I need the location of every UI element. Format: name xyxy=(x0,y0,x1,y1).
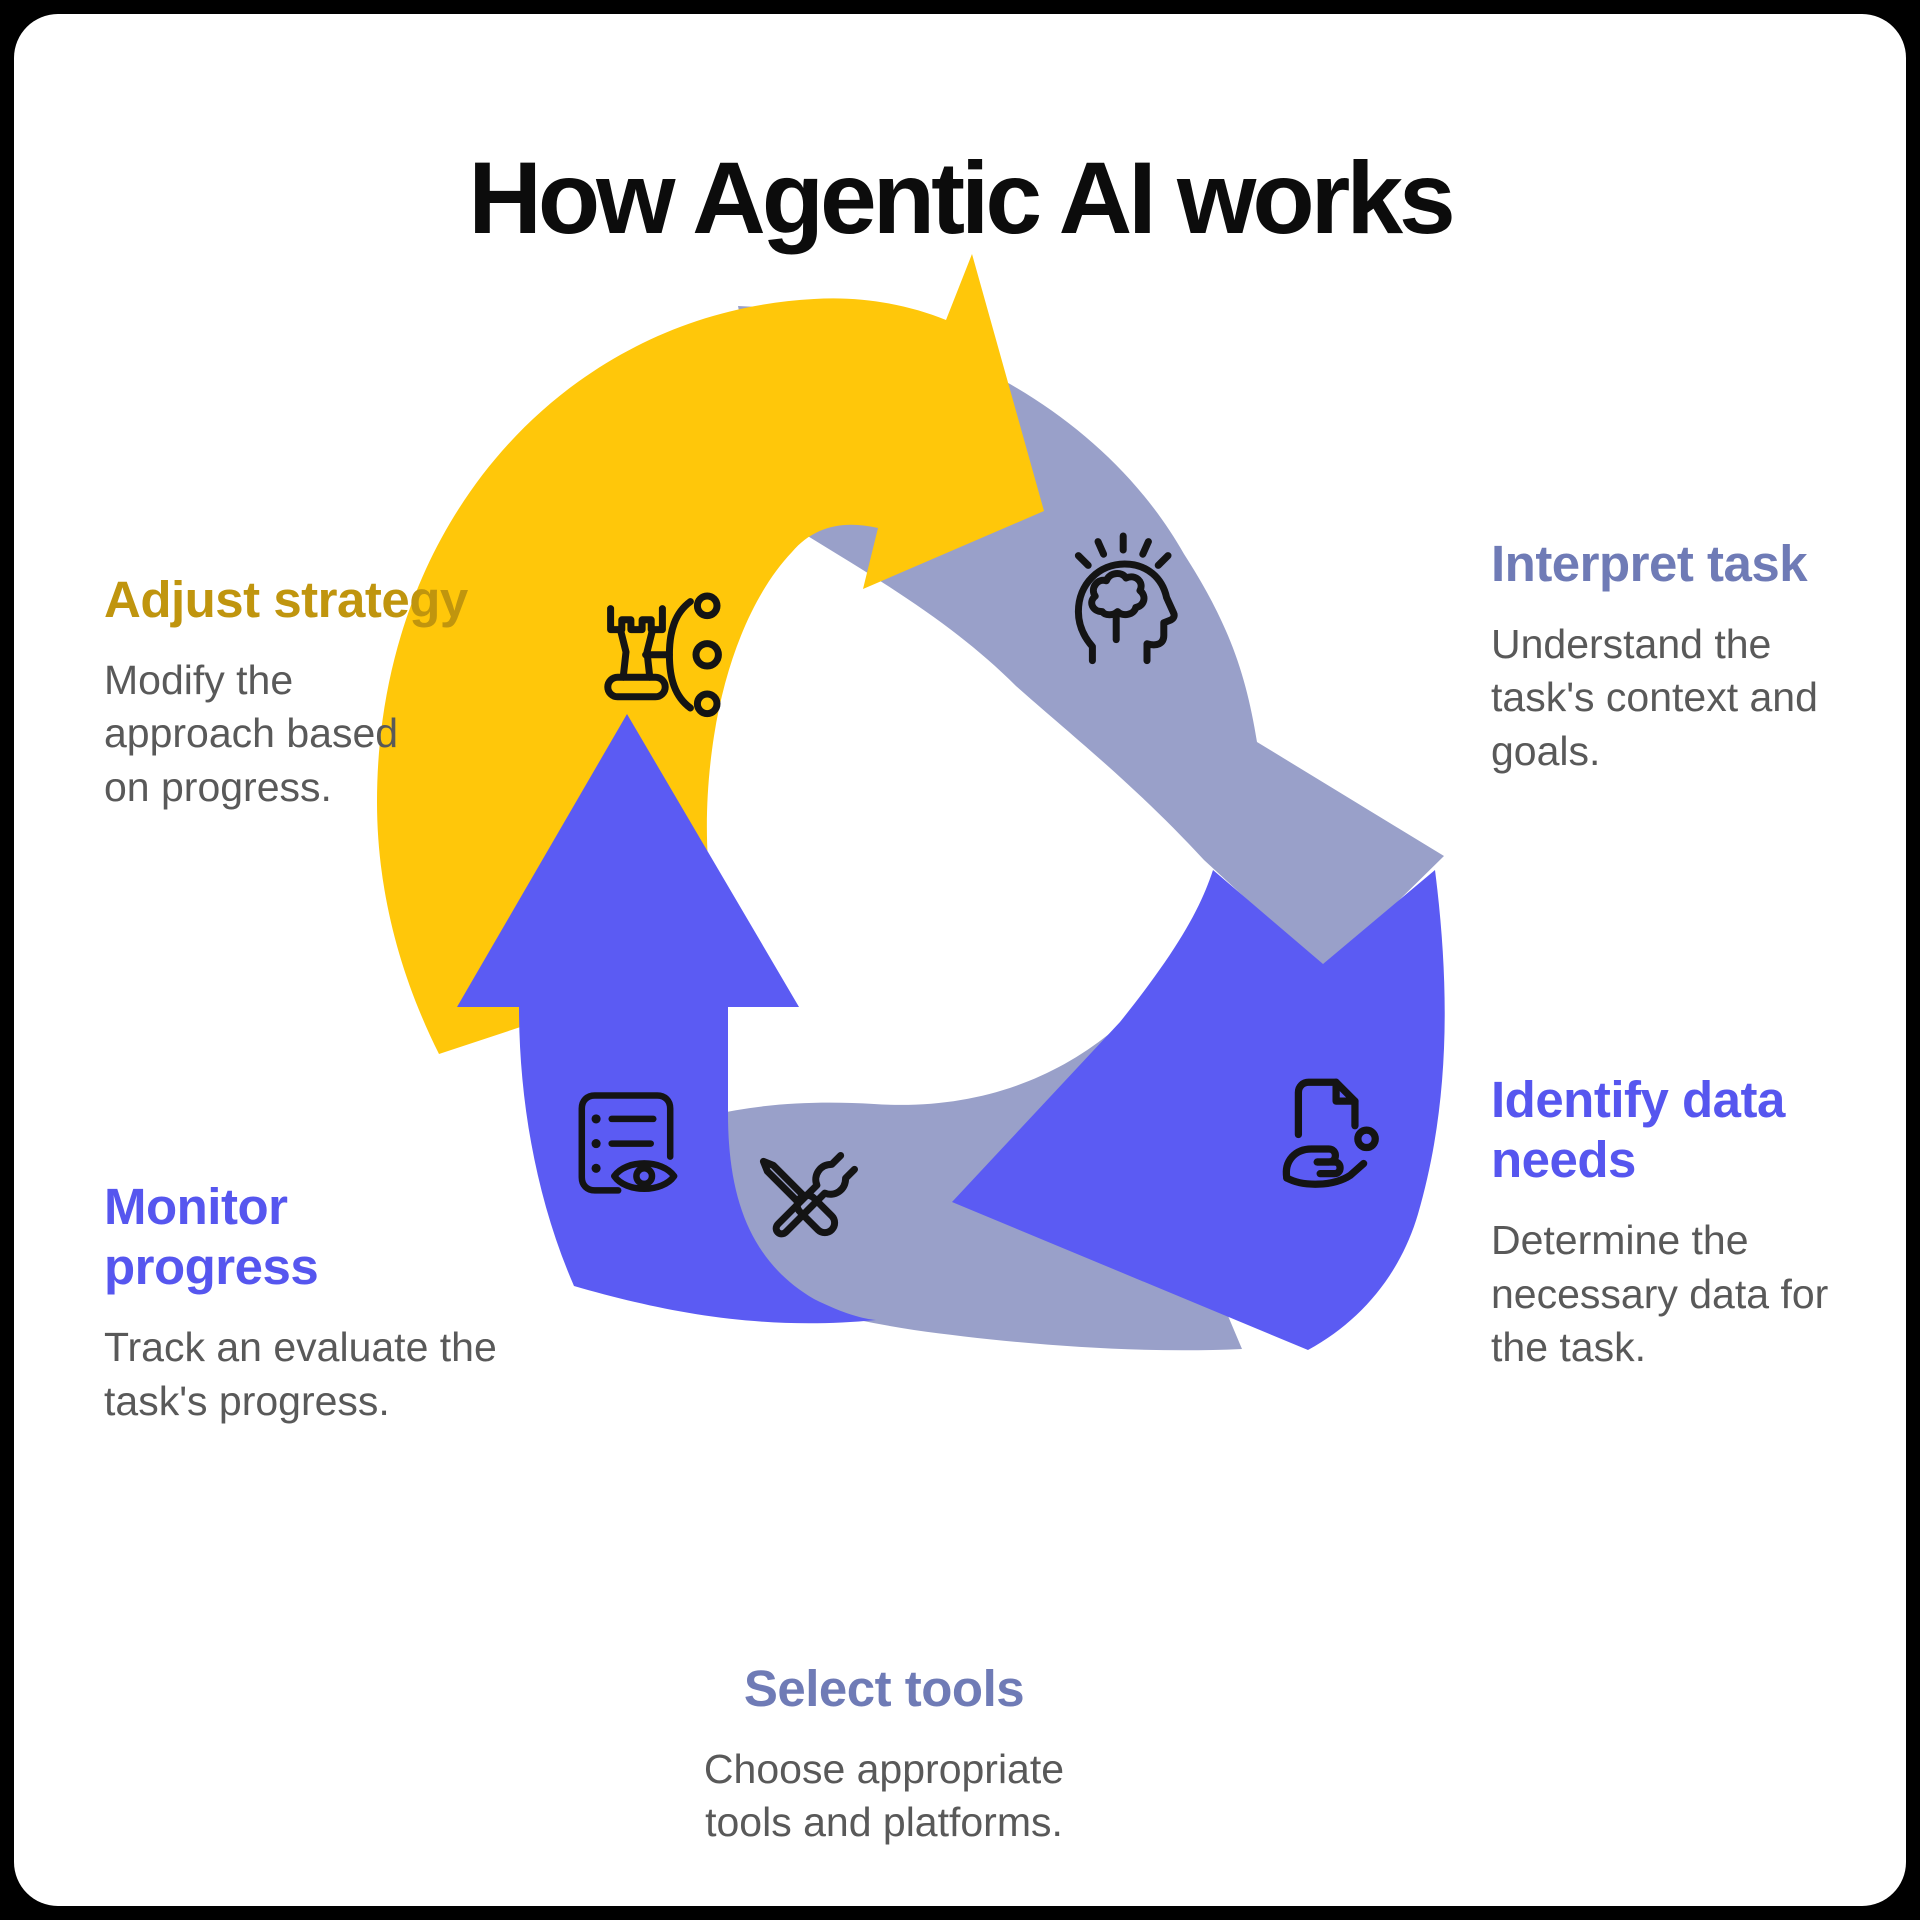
step-heading: Select tools xyxy=(743,1660,1025,1717)
step-description: Understand the task's context and goals. xyxy=(1491,621,1818,774)
adjust-strategy-arrow xyxy=(377,254,1044,1054)
step-description: Choose appropriate tools and platforms. xyxy=(703,1746,1065,1846)
head-brain-icon xyxy=(1074,532,1178,665)
step-heading: Monitor progress xyxy=(104,1178,319,1296)
identify-data-arrow xyxy=(952,870,1445,1350)
step-select-tools: Select tools Choose appropriate tools an… xyxy=(664,1659,1104,1850)
monitor-progress-arrow xyxy=(457,714,876,1324)
step-monitor-progress: Monitor progress Track an evaluate the t… xyxy=(104,1177,524,1428)
step-heading: Identify data needs xyxy=(1491,1071,1785,1189)
step-heading: Interpret task xyxy=(1491,535,1808,592)
cycle-diagram xyxy=(377,254,1445,1351)
list-eye-icon xyxy=(578,1092,678,1194)
step-interpret-task: Interpret task Understand the task's con… xyxy=(1491,534,1906,778)
step-description: Modify the approach based on progress. xyxy=(104,657,399,810)
crossed-tools-icon xyxy=(759,1151,859,1238)
step-identify-data-needs: Identify data needs Determine the necess… xyxy=(1491,1070,1891,1374)
chess-strategy-icon xyxy=(604,592,722,718)
infographic-card: How Agentic AI works xyxy=(14,14,1906,1906)
step-description: Track an evaluate the task's progress. xyxy=(104,1324,497,1424)
step-adjust-strategy: Adjust strategy Modify the approach base… xyxy=(104,570,574,814)
document-hand-icon xyxy=(1282,1078,1379,1188)
step-heading: Adjust strategy xyxy=(104,571,468,628)
page-title: How Agentic AI works xyxy=(468,141,1456,256)
step-description: Determine the necessary data for the tas… xyxy=(1491,1217,1829,1370)
